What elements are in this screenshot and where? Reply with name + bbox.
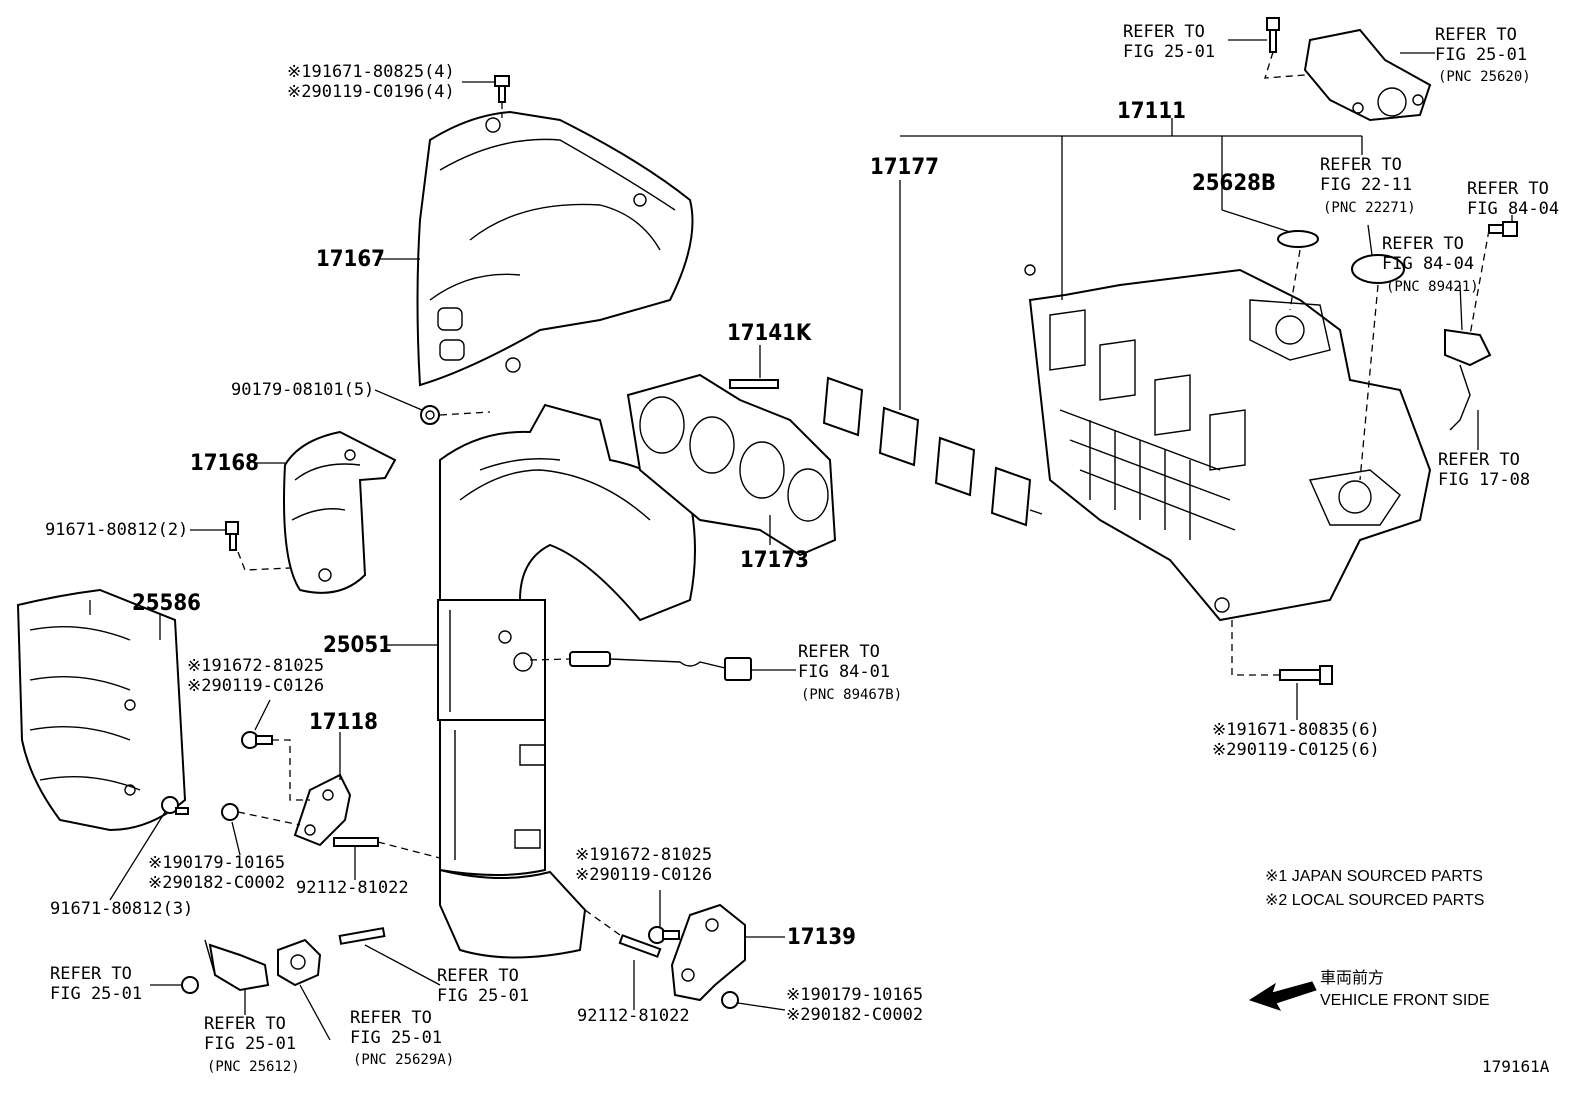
ref-8404a-line2: FIG 84-04: [1467, 199, 1560, 219]
bolt-left-icon: [241, 731, 273, 749]
ref-2211-pnc: (PNC 22271): [1323, 200, 1416, 216]
ref-8404b-pnc: (PNC 89421): [1386, 279, 1479, 295]
egr-valve-25620: [1303, 28, 1432, 122]
code-nut-left-2: ※290182-C0002: [148, 873, 286, 893]
ref-bl3-pnc: (PNC 25629A): [353, 1052, 455, 1068]
direction-label-jp: 車両前方: [1320, 970, 1385, 987]
part-number-17111: 17111: [1117, 99, 1186, 124]
part-number-17118: 17118: [309, 710, 378, 735]
code-right-bolt-2: ※290119-C0126: [575, 865, 713, 885]
nut-right-icon: [721, 991, 739, 1009]
part-number-25051: 25051: [323, 633, 392, 658]
part-number-17168: 17168: [190, 451, 259, 476]
code-left-bolt-1: ※191672-81025: [187, 656, 325, 676]
code-left-bolt-2: ※290119-C0126: [187, 676, 325, 696]
code-nut-90179: 90179-08101(5): [231, 380, 375, 400]
insulator-25586: [16, 588, 187, 832]
ref-bl1-line1: REFER TO: [50, 964, 132, 984]
code-stud-right: 92112-81022: [577, 1006, 690, 1026]
figure-id: 179161A: [1482, 1057, 1550, 1076]
direction-label-en: VEHICLE FRONT SIDE: [1320, 992, 1490, 1009]
ref-8401-line1: REFER TO: [798, 642, 880, 662]
code-nut-right-2: ※290182-C0002: [786, 1005, 924, 1025]
code-manifold-bolt-1: ※191671-80835(6): [1212, 720, 1380, 740]
arrow-left-icon: [1248, 981, 1317, 1011]
code-bolt-91671-3: 91671-80812(3): [50, 899, 194, 919]
code-top-bolt-1: ※191671-80825(4): [287, 62, 455, 82]
ref-top-left-line1: REFER TO: [1123, 22, 1205, 42]
exhaust-manifold-25051: [437, 403, 696, 959]
o-ring-25628b: [1277, 230, 1319, 248]
bolt-91671-icon: [225, 521, 239, 551]
ref-8404a-line1: REFER TO: [1467, 179, 1549, 199]
bolt-top-icon: [494, 75, 510, 103]
bolt-right-icon: [648, 926, 680, 944]
ref-bl1-line2: FIG 25-01: [50, 984, 143, 1004]
part-number-17177: 17177: [870, 155, 939, 180]
ref-bl4-line2: FIG 25-01: [437, 986, 530, 1006]
code-right-bolt-1: ※191672-81025: [575, 845, 713, 865]
legend-local-sourced: ※2 LOCAL SOURCED PARTS: [1265, 892, 1485, 909]
flange-gasket-25629a: [277, 938, 322, 987]
part-number-25586: 25586: [132, 591, 201, 616]
intake-manifold-17111: [1024, 264, 1432, 622]
oxygen-sensor-icon: [569, 651, 752, 681]
ref-bl3-line2: FIG 25-01: [350, 1028, 443, 1048]
ref-1708-line1: REFER TO: [1438, 450, 1520, 470]
ref-top-right-line2: FIG 25-01: [1435, 45, 1528, 65]
ref-1708-line2: FIG 17-08: [1438, 470, 1531, 490]
throttle-gasket-ring: [1351, 254, 1405, 284]
heat-insulator-17167: [416, 110, 694, 387]
gaskets-17177: [822, 376, 1043, 527]
code-top-bolt-2: ※290119-C0196(4): [287, 82, 455, 102]
flange-pipe-25612: [204, 939, 270, 992]
ref-bl4-line1: REFER TO: [437, 966, 519, 986]
bolt-91671-3-icon: [161, 796, 189, 815]
ref-8404b-line2: FIG 84-04: [1382, 254, 1475, 274]
nut-90179-icon: [420, 405, 440, 425]
vacuum-sensor-89421: [1444, 221, 1518, 431]
part-number-17167: 17167: [316, 247, 385, 272]
part-number-17141k: 17141K: [727, 321, 812, 346]
stud-bottom-icon: [338, 927, 386, 945]
ref-8401-line2: FIG 84-01: [798, 662, 891, 682]
ref-top-left-line2: FIG 25-01: [1123, 42, 1216, 62]
code-nut-left-1: ※190179-10165: [148, 853, 286, 873]
legend-japan-sourced: ※1 JAPAN SOURCED PARTS: [1265, 868, 1483, 885]
code-bolt-91671-2: 91671-80812(2): [45, 520, 189, 540]
part-number-25628b: 25628B: [1192, 171, 1276, 196]
code-nut-right-1: ※190179-10165: [786, 985, 924, 1005]
insulator-17168: [283, 430, 397, 594]
stud-right-icon: [618, 934, 662, 958]
ref-top-right-pnc: (PNC 25620): [1438, 69, 1531, 85]
bracket-17139: [670, 903, 746, 1002]
ref-top-right-line1: REFER TO: [1435, 25, 1517, 45]
nut-left-icon: [221, 803, 239, 821]
ref-bl2-line2: FIG 25-01: [204, 1034, 297, 1054]
gasket-17173: [626, 373, 837, 557]
bolt-top-right-icon: [1266, 17, 1280, 53]
ref-bl2-pnc: (PNC 25612): [207, 1059, 300, 1075]
ref-2211-line2: FIG 22-11: [1320, 175, 1413, 195]
code-stud-left: 92112-81022: [296, 878, 409, 898]
ref-8401-pnc: (PNC 89467B): [801, 687, 903, 703]
ref-bl3-line1: REFER TO: [350, 1008, 432, 1028]
ref-2211-line1: REFER TO: [1320, 155, 1402, 175]
code-manifold-bolt-2: ※290119-C0125(6): [1212, 740, 1380, 760]
part-number-17139: 17139: [787, 925, 856, 950]
bracket-17118: [293, 773, 352, 847]
ref-bl2-line1: REFER TO: [204, 1014, 286, 1034]
stud-left-icon: [333, 837, 379, 847]
ref-8404b-line1: REFER TO: [1382, 234, 1464, 254]
nut-bl-icon: [181, 976, 199, 994]
bolt-manifold-icon: [1279, 665, 1333, 685]
part-number-17173: 17173: [740, 548, 809, 573]
stud-17141k-icon: [729, 379, 779, 389]
